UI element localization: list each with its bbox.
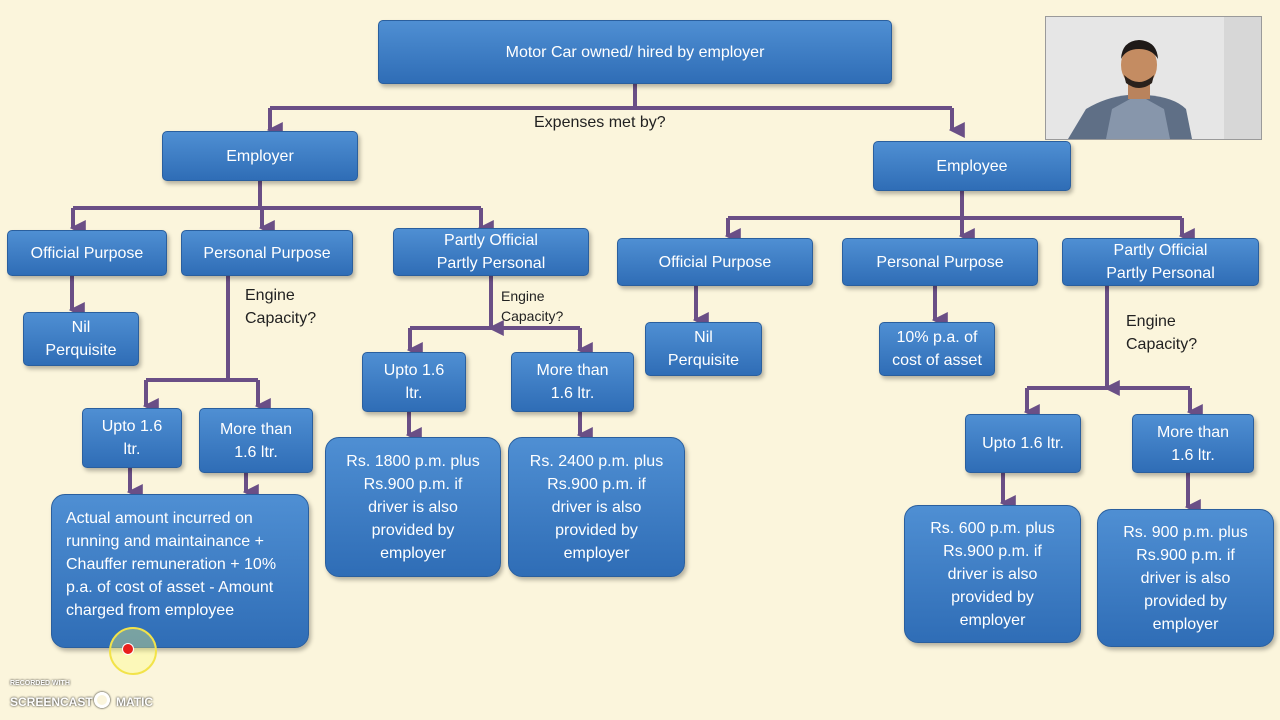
employee-partly-more-node: More than 1.6 ltr. <box>1132 414 1254 473</box>
employer-personal-node: Personal Purpose <box>181 230 353 276</box>
employee-partly-question: Engine Capacity? <box>1126 313 1198 353</box>
employer-personal-question: Engine Capacity? <box>245 287 317 327</box>
watermark-recorded-with: RECORDED WITH <box>10 680 70 687</box>
watermark-matic: MATIC <box>116 695 154 709</box>
employer-official-node: Official Purpose <box>7 230 167 276</box>
watermark-logo-icon <box>94 692 110 708</box>
employee-node: Employee <box>873 141 1071 191</box>
employer-partly-upto-node: Upto 1.6 ltr. <box>362 352 466 412</box>
webcam-overlay <box>1045 16 1262 140</box>
expenses-question: Expenses met by? <box>534 114 666 131</box>
employee-partly-more-result: Rs. 900 p.m. plus Rs.900 p.m. if driver … <box>1097 509 1274 647</box>
employee-partly-upto-result: Rs. 600 p.m. plus Rs.900 p.m. if driver … <box>904 505 1081 643</box>
presenter-image <box>1046 17 1261 139</box>
employee-partly-upto-node: Upto 1.6 ltr. <box>965 414 1081 473</box>
employer-personal-more-node: More than 1.6 ltr. <box>199 408 313 473</box>
employer-personal-result: Actual amount incurred on running and ma… <box>51 494 309 648</box>
employee-official-node: Official Purpose <box>617 238 813 286</box>
employer-personal-upto-node: Upto 1.6 ltr. <box>82 408 182 468</box>
employee-official-result: Nil Perquisite <box>645 322 762 376</box>
root-node: Motor Car owned/ hired by employer <box>378 20 892 84</box>
employee-partly-node: Partly Official Partly Personal <box>1062 238 1259 286</box>
employer-official-result: Nil Perquisite <box>23 312 139 366</box>
watermark-screencast: SCREENCAST <box>10 695 93 709</box>
employer-partly-more-result: Rs. 2400 p.m. plus Rs.900 p.m. if driver… <box>508 437 685 577</box>
employer-partly-node: Partly Official Partly Personal <box>393 228 589 276</box>
employer-partly-question: Engine Capacity? <box>501 288 564 324</box>
screencast-watermark: RECORDED WITH SCREENCAST MATIC <box>10 680 170 716</box>
employee-personal-result: 10% p.a. of cost of asset <box>879 322 995 376</box>
employer-partly-more-node: More than 1.6 ltr. <box>511 352 634 412</box>
employee-personal-node: Personal Purpose <box>842 238 1038 286</box>
employer-node: Employer <box>162 131 358 181</box>
cursor-pointer-icon <box>122 643 134 655</box>
employer-partly-upto-result: Rs. 1800 p.m. plus Rs.900 p.m. if driver… <box>325 437 501 577</box>
